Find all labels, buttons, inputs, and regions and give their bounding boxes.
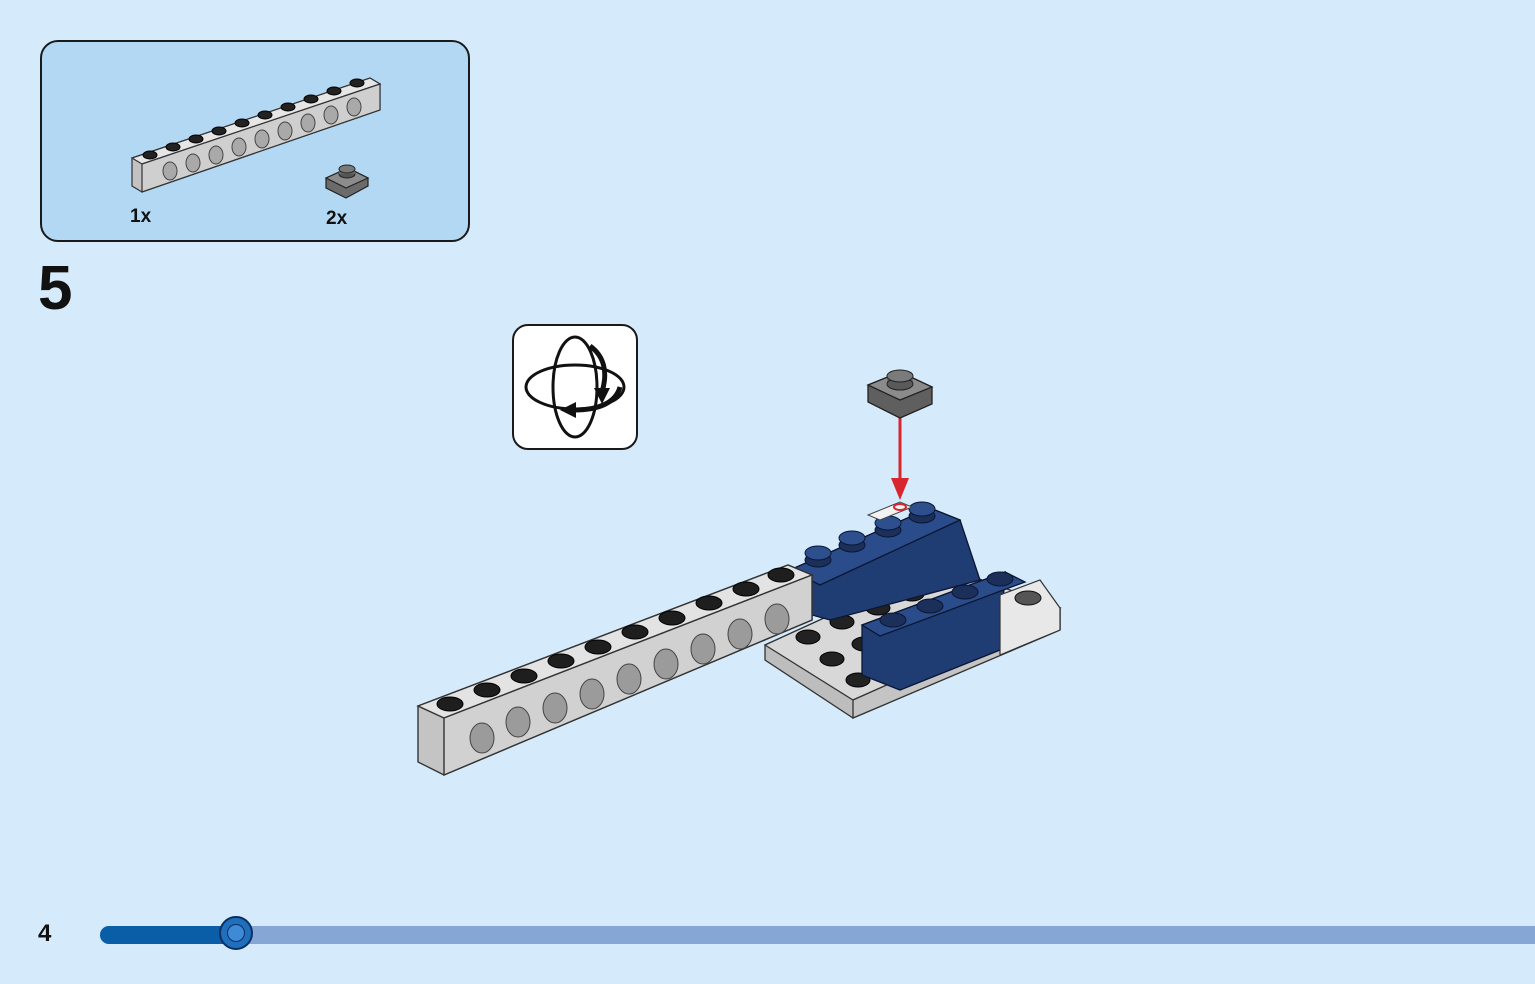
technic-beam-on-model [416,564,814,777]
quantity-label: 2x [326,208,348,229]
progress-bar-fill [100,926,237,944]
step-number: 5 [38,254,73,323]
parts-callout: 1x 2x [40,40,470,242]
page-number: 4 [38,920,52,947]
dark-blue-wedge-brick [788,501,981,621]
quantity-label: 1x [130,206,152,227]
rotate-model-icon [512,324,638,450]
progress-knob [219,916,254,950]
plate-1x1-being-placed [866,369,934,419]
plate-1x1-icon [324,164,370,199]
technic-beam-icon [130,77,382,193]
progress-bar-track [100,926,1535,944]
dark-blue-brick [860,571,1061,691]
placement-arrow [891,418,909,500]
parts-callout-art [130,77,382,199]
